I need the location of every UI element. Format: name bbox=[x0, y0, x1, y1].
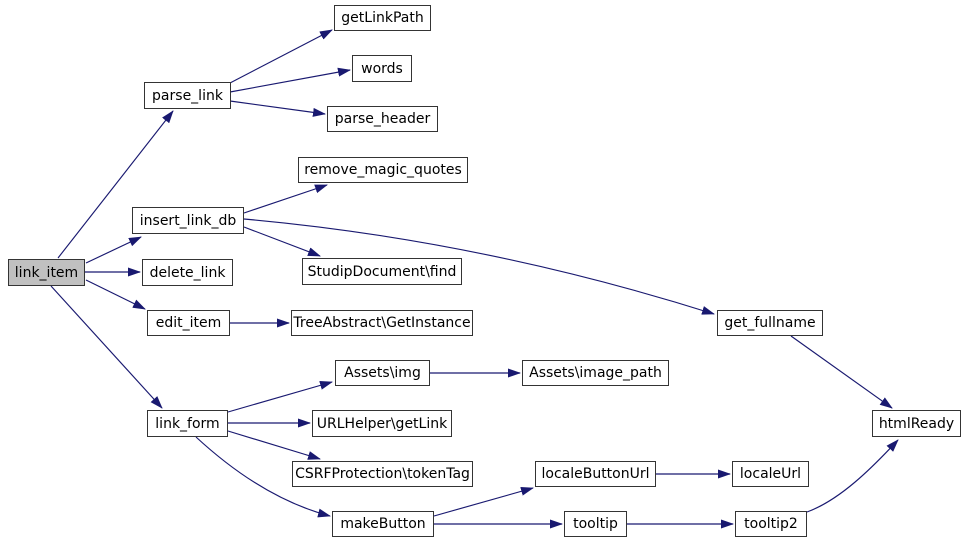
node-remove_magic_quotes[interactable]: remove_magic_quotes bbox=[298, 157, 468, 183]
node-delete_link[interactable]: delete_link bbox=[142, 259, 233, 286]
node-link_item: link_item bbox=[8, 259, 85, 286]
node-makeButton[interactable]: makeButton bbox=[332, 511, 434, 537]
edge-link_item-insert_link_db bbox=[85, 236, 142, 264]
node-edit_item[interactable]: edit_item bbox=[147, 310, 230, 336]
edge-makeButton-localeButtonUrl bbox=[433, 486, 534, 517]
node-URLHelper_getLink[interactable]: URLHelper\getLink bbox=[312, 410, 452, 437]
edge-insert_link_db-remove_magic_quotes bbox=[243, 184, 328, 214]
edge-link_form-CSRFProtection_tokenTag bbox=[227, 430, 321, 460]
node-Assets_img[interactable]: Assets\img bbox=[335, 360, 430, 386]
node-Assets_image_path[interactable]: Assets\image_path bbox=[522, 360, 669, 386]
edge-link_item-edit_item bbox=[85, 279, 146, 310]
node-getLinkPath[interactable]: getLinkPath bbox=[334, 5, 431, 31]
node-localeUrl[interactable]: localeUrl bbox=[732, 461, 809, 487]
node-link_form[interactable]: link_form bbox=[147, 410, 228, 437]
edge-insert_link_db-get_fullname bbox=[243, 218, 715, 315]
node-tooltip[interactable]: tooltip bbox=[564, 511, 627, 537]
node-tooltip2[interactable]: tooltip2 bbox=[735, 511, 807, 537]
edge-insert_link_db-StudipDocument_find bbox=[243, 226, 321, 257]
edge-link_form-Assets_img bbox=[227, 381, 333, 413]
edge-link_form-makeButton bbox=[195, 436, 331, 518]
node-CSRFProtection_tokenTag[interactable]: CSRFProtection\tokenTag bbox=[292, 461, 473, 487]
edge-tooltip2-htmlReady bbox=[806, 439, 899, 513]
edge-parse_link-getLinkPath bbox=[229, 29, 333, 84]
edge-parse_link-words bbox=[229, 67, 351, 93]
node-localeButtonUrl[interactable]: localeButtonUrl bbox=[535, 461, 656, 487]
edge-link_item-parse_link bbox=[57, 110, 174, 259]
edge-get_fullname-htmlReady bbox=[790, 335, 893, 409]
node-get_fullname[interactable]: get_fullname bbox=[717, 310, 823, 336]
node-parse_link[interactable]: parse_link bbox=[144, 82, 231, 109]
node-StudipDocument_find[interactable]: StudipDocument\find bbox=[302, 258, 462, 285]
edge-link_item-link_form bbox=[50, 285, 163, 409]
node-htmlReady[interactable]: htmlReady bbox=[872, 410, 961, 437]
edge-parse_link-parse_header bbox=[229, 100, 326, 117]
node-TreeAbstract_GetInstance[interactable]: TreeAbstract\GetInstance bbox=[291, 310, 473, 336]
node-words[interactable]: words bbox=[352, 55, 412, 82]
node-insert_link_db[interactable]: insert_link_db bbox=[132, 207, 244, 234]
node-parse_header[interactable]: parse_header bbox=[327, 106, 438, 132]
